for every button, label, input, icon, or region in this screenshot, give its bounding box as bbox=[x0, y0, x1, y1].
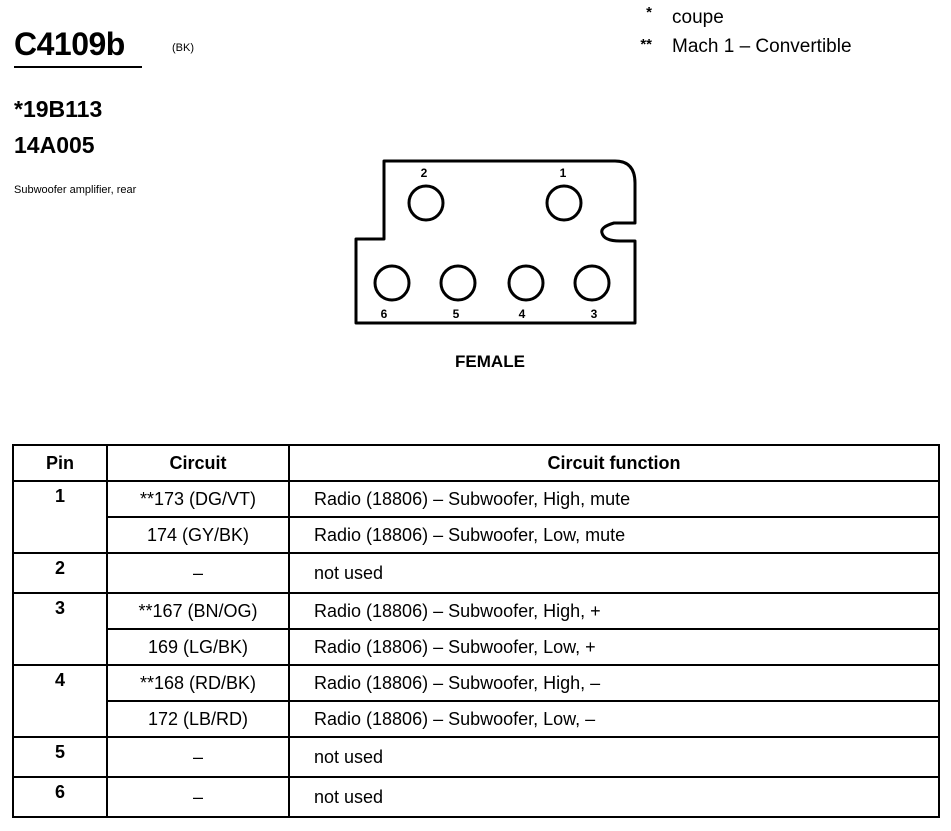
pin-2-cavity bbox=[407, 184, 445, 222]
circuit-cell: **168 (RD/BK) bbox=[106, 664, 290, 702]
table-header-row: Pin Circuit Circuit function bbox=[12, 444, 940, 482]
table-row: 172 (LB/RD) Radio (18806) – Subwoofer, L… bbox=[13, 700, 940, 738]
legend-text: Mach 1 – Convertible bbox=[672, 36, 852, 57]
table-row: 3 **167 (BN/OG) Radio (18806) – Subwoofe… bbox=[12, 592, 940, 666]
pin-label: 5 bbox=[453, 307, 460, 321]
connector-id-underline bbox=[14, 66, 142, 68]
table-row: 5 – not used bbox=[12, 736, 940, 778]
table-row: 2 – not used bbox=[12, 552, 940, 594]
connector-description: Subwoofer amplifier, rear bbox=[14, 184, 137, 196]
circuit-cell: – bbox=[106, 552, 290, 594]
circuit-cell: **173 (DG/VT) bbox=[106, 480, 290, 518]
circuit-cell: – bbox=[106, 776, 290, 818]
function-cell: Radio (18806) – Subwoofer, High, + bbox=[288, 592, 940, 630]
pin-label: 2 bbox=[421, 166, 428, 180]
function-cell: Radio (18806) – Subwoofer, Low, – bbox=[288, 700, 940, 738]
pin-label: 1 bbox=[560, 166, 567, 180]
connector-color: (BK) bbox=[172, 42, 194, 54]
connector-outline bbox=[354, 159, 637, 325]
circuit-cell: 169 (LG/BK) bbox=[106, 628, 290, 666]
pin-5-cavity bbox=[439, 264, 477, 302]
function-cell: Radio (18806) – Subwoofer, Low, mute bbox=[288, 516, 940, 554]
table-row: 169 (LG/BK) Radio (18806) – Subwoofer, L… bbox=[13, 628, 940, 666]
part-number: 14A005 bbox=[14, 132, 95, 158]
legend-text: coupe bbox=[672, 7, 724, 28]
function-cell: Radio (18806) – Subwoofer, High, mute bbox=[288, 480, 940, 518]
column-header-pin: Pin bbox=[12, 444, 108, 482]
pin-label: 6 bbox=[381, 307, 388, 321]
table-row: 1 **173 (DG/VT) Radio (18806) – Subwoofe… bbox=[12, 480, 940, 554]
pin-cell: 6 bbox=[12, 776, 108, 818]
column-header-circuit: Circuit bbox=[106, 444, 290, 482]
connector-id: C4109b bbox=[14, 26, 125, 62]
circuit-cell: 172 (LB/RD) bbox=[106, 700, 290, 738]
pin-6-cavity bbox=[373, 264, 411, 302]
pin-label: 4 bbox=[519, 307, 526, 321]
column-header-function: Circuit function bbox=[288, 444, 940, 482]
legend-symbol: ** bbox=[640, 36, 652, 53]
circuit-cell: 174 (GY/BK) bbox=[106, 516, 290, 554]
pin-1-cavity bbox=[545, 184, 583, 222]
gender-label: FEMALE bbox=[455, 352, 525, 371]
function-cell: Radio (18806) – Subwoofer, High, – bbox=[288, 664, 940, 702]
pin-cell: 1 bbox=[12, 480, 108, 554]
table-row: 174 (GY/BK) Radio (18806) – Subwoofer, L… bbox=[13, 516, 940, 554]
connector-face-diagram: 2 1 6 5 4 3 bbox=[354, 159, 637, 325]
circuit-cell: **167 (BN/OG) bbox=[106, 592, 290, 630]
legend-symbol: * bbox=[646, 4, 652, 21]
function-cell: not used bbox=[288, 552, 940, 594]
pin-label: 3 bbox=[591, 307, 598, 321]
table-row: 4 **168 (RD/BK) Radio (18806) – Subwoofe… bbox=[12, 664, 940, 738]
pin-cell: 5 bbox=[12, 736, 108, 778]
function-cell: Radio (18806) – Subwoofer, Low, + bbox=[288, 628, 940, 666]
pin-table: Pin Circuit Circuit function 1 **173 (DG… bbox=[12, 444, 940, 818]
pin-cell: 2 bbox=[12, 552, 108, 594]
function-cell: not used bbox=[288, 776, 940, 818]
table-row: 6 – not used bbox=[12, 776, 940, 818]
part-number: *19B113 bbox=[14, 96, 103, 122]
circuit-cell: – bbox=[106, 736, 290, 778]
pin-3-cavity bbox=[573, 264, 611, 302]
pin-cell: 3 bbox=[12, 592, 108, 666]
pin-4-cavity bbox=[507, 264, 545, 302]
function-cell: not used bbox=[288, 736, 940, 778]
pin-cell: 4 bbox=[12, 664, 108, 738]
